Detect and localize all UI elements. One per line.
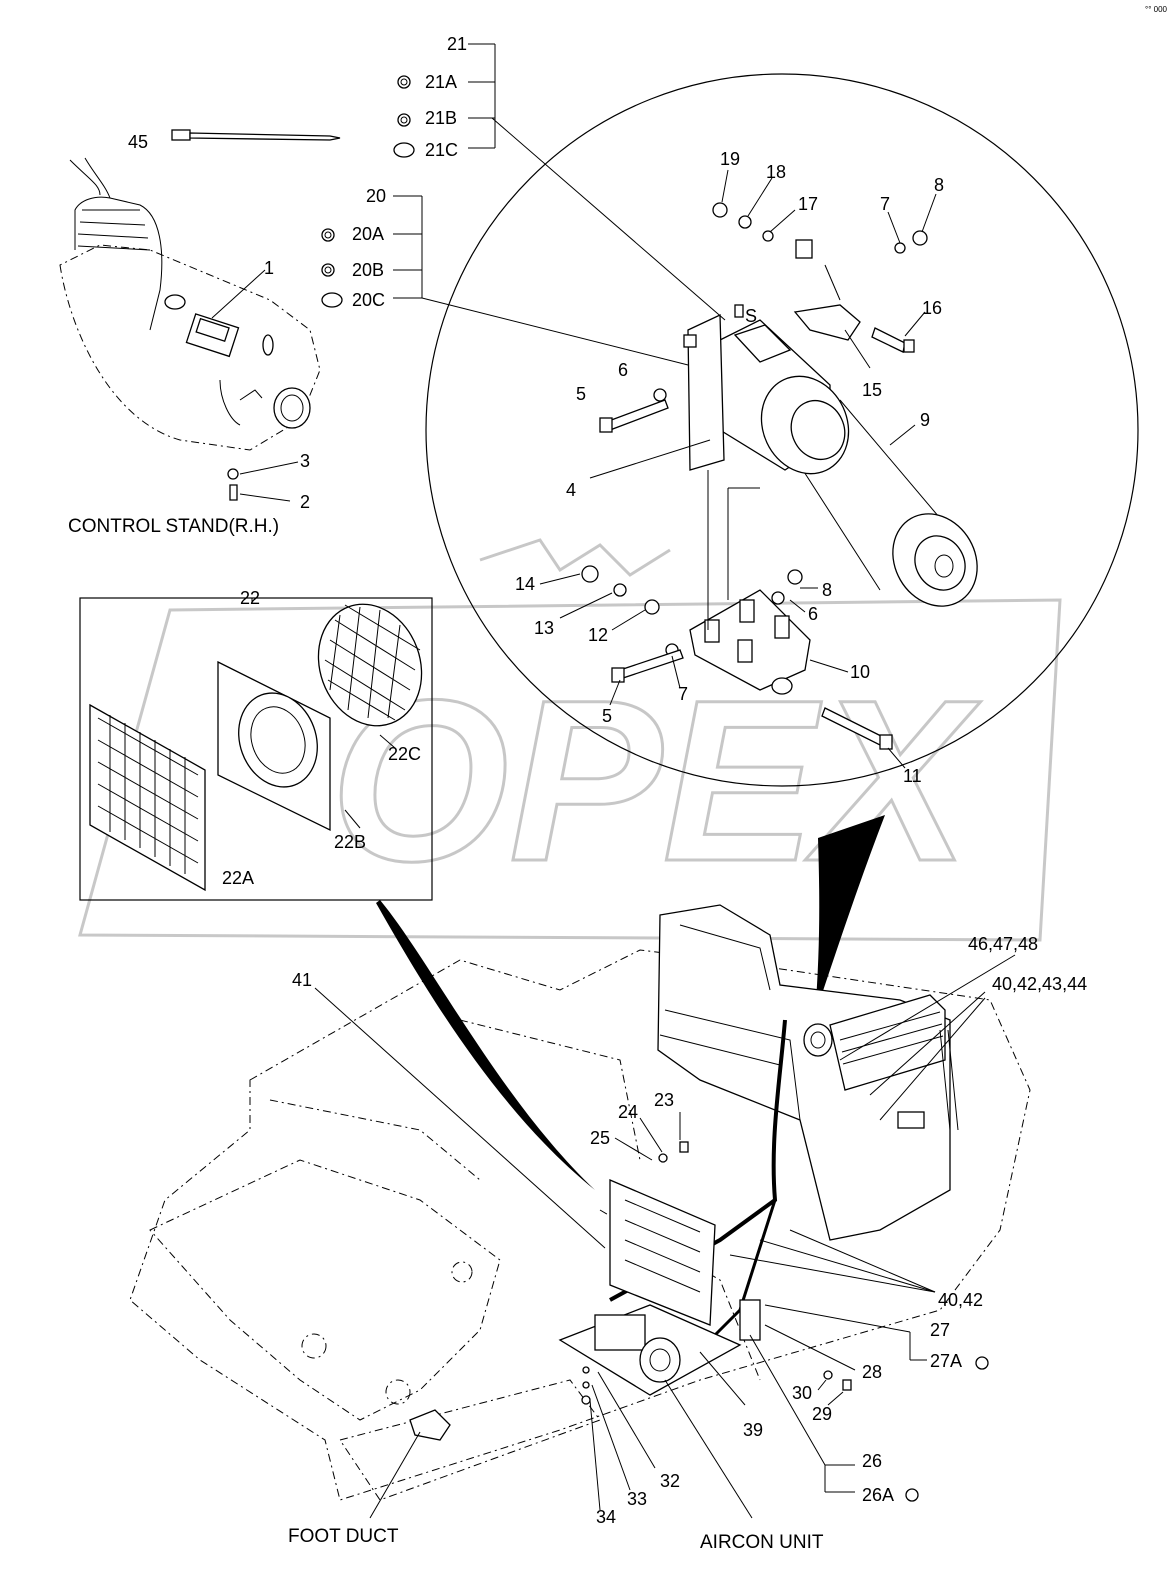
callout-19: 19 <box>720 149 740 169</box>
callout-2: 2 <box>300 492 310 512</box>
page-id: °° 000 <box>1145 5 1168 14</box>
callout-9: 9 <box>920 410 930 430</box>
callout-27: 27 <box>930 1320 950 1340</box>
callout-24: 24 <box>618 1102 638 1122</box>
callout-21C: 21C <box>425 140 458 160</box>
item-20-bracket <box>321 195 701 369</box>
callout-27A: 27A <box>930 1351 962 1371</box>
callout-5a: 5 <box>576 384 586 404</box>
callout-6a: 6 <box>618 360 628 380</box>
callout-30: 30 <box>792 1383 812 1403</box>
callout-1: 1 <box>264 258 274 278</box>
washer-3 <box>227 468 239 480</box>
callout-21B: 21B <box>425 108 457 128</box>
screw-2 <box>229 484 238 501</box>
caption-control-stand: CONTROL STAND(R.H.) <box>68 516 279 537</box>
caption-aircon-unit: AIRCON UNIT <box>700 1532 824 1553</box>
callout-4: 4 <box>566 480 576 500</box>
callout-16: 16 <box>922 298 942 318</box>
cable-tie-45 <box>171 129 341 141</box>
control-stand-drawing <box>59 157 321 502</box>
callout-40-42: 40,42 <box>938 1290 983 1310</box>
callout-20B: 20B <box>352 260 384 280</box>
machine-frame <box>129 904 1031 1519</box>
condenser-detail-box <box>79 597 433 901</box>
compressor-detail-circle <box>425 73 1139 787</box>
callout-45: 45 <box>128 132 148 152</box>
callout-7b: 7 <box>678 684 688 704</box>
callout-32: 32 <box>660 1471 680 1491</box>
callout-6b: 6 <box>808 604 818 624</box>
callout-39: 39 <box>743 1420 763 1440</box>
pointer-wedge-compressor <box>815 815 885 1015</box>
callout-23: 23 <box>654 1090 674 1110</box>
callout-26: 26 <box>862 1451 882 1471</box>
callout-21A: 21A <box>425 72 457 92</box>
callout-11: 11 <box>903 766 922 786</box>
callout-25: 25 <box>590 1128 610 1148</box>
receiver-drier <box>739 1299 761 1341</box>
foot-duct <box>409 1409 451 1441</box>
nut-19 <box>712 202 728 218</box>
callout-17: 17 <box>798 194 818 214</box>
callout-18: 18 <box>766 162 786 182</box>
callout-22C: 22C <box>388 744 421 764</box>
callout-29: 29 <box>812 1404 832 1424</box>
callout-12: 12 <box>588 625 608 645</box>
callout-46-47-48: 46,47,48 <box>968 934 1038 954</box>
callout-22B: 22B <box>334 832 366 852</box>
callout-labels: 21 21A 21B 21C 45 20 20A 20B 20C 1 3 2 C… <box>68 34 1087 1553</box>
engine-block <box>657 904 951 1241</box>
callout-22A: 22A <box>222 868 254 888</box>
callout-21: 21 <box>447 34 467 54</box>
callout-20: 20 <box>366 186 386 206</box>
condenser-core-22A <box>89 703 206 892</box>
callout-22: 22 <box>240 588 260 608</box>
callout-S: S <box>745 306 757 326</box>
callout-8a: 8 <box>934 175 944 195</box>
callout-14: 14 <box>515 574 535 594</box>
callout-15: 15 <box>862 380 882 400</box>
callout-28: 28 <box>862 1362 882 1382</box>
condenser-installed <box>609 1179 716 1326</box>
item-21-bracket <box>393 43 726 321</box>
callout-10: 10 <box>850 662 870 682</box>
watermark-logo: OPEX <box>78 538 1062 942</box>
callout-34: 34 <box>596 1507 616 1527</box>
callout-3: 3 <box>300 451 310 471</box>
watermark-text: OPEX <box>330 652 981 909</box>
callout-26A: 26A <box>862 1485 894 1505</box>
caption-foot-duct: FOOT DUCT <box>288 1526 399 1547</box>
callout-20C: 20C <box>352 290 385 310</box>
callout-7a: 7 <box>880 194 890 214</box>
callout-13: 13 <box>534 618 554 638</box>
pointer-wedge-condenser <box>376 900 595 1190</box>
callout-40-42-43-44: 40,42,43,44 <box>992 974 1087 994</box>
callout-41: 41 <box>292 970 312 990</box>
callout-33: 33 <box>627 1489 647 1509</box>
callout-5b: 5 <box>602 706 612 726</box>
callout-8b: 8 <box>822 580 832 600</box>
callout-20A: 20A <box>352 224 384 244</box>
